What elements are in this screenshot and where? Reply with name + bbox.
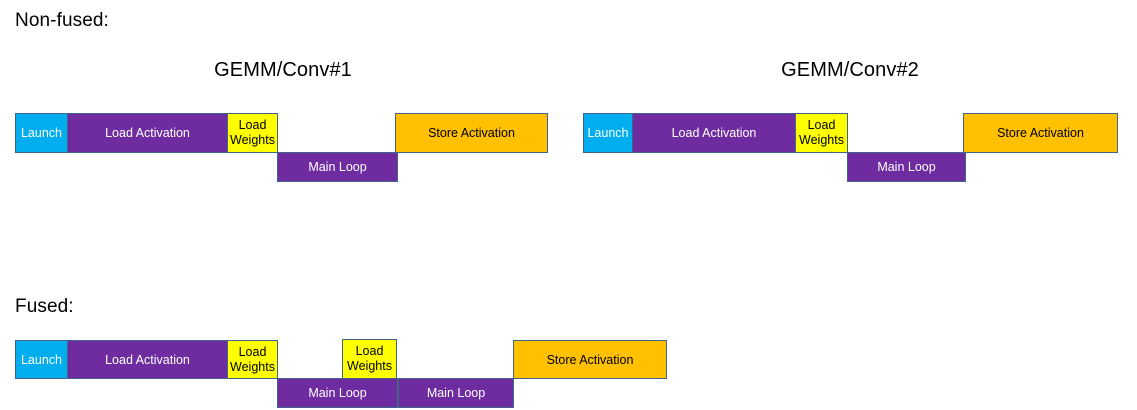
nonfused-k2-launch-label: Launch — [587, 126, 629, 140]
fused-load-activation-block[interactable]: Load Activation — [67, 340, 228, 379]
nonfused-k1-load-activation-label: Load Activation — [105, 126, 190, 140]
nonfused-k2-store-activation-block[interactable]: Store Activation — [963, 113, 1118, 153]
fused-main-loop-2-block[interactable]: Main Loop — [398, 378, 514, 408]
fused-load-activation-label: Load Activation — [105, 352, 190, 367]
fused-main-loop-1-block[interactable]: Main Loop — [277, 378, 398, 408]
nonfused-k2-store-activation-label: Store Activation — [997, 126, 1084, 140]
nonfused-k1-load-activation-block[interactable]: Load Activation — [67, 113, 228, 153]
non-fused-section-label: Non-fused: — [15, 10, 109, 31]
nonfused-k1-main-loop-label: Main Loop — [308, 160, 367, 174]
fused-main-loop-2-label: Main Loop — [426, 386, 486, 400]
fused-load-weights-2-label: Load Weights — [347, 344, 392, 373]
fused-main-loop-1-label: Main Loop — [308, 386, 367, 400]
group-title-gemm-conv-1: GEMM/Conv#1 — [214, 59, 352, 81]
nonfused-k2-main-loop-block[interactable]: Main Loop — [847, 152, 966, 182]
nonfused-k1-main-loop-block[interactable]: Main Loop — [277, 152, 398, 182]
nonfused-k2-main-loop-label: Main Loop — [877, 160, 936, 174]
fused-launch-label: Launch — [20, 352, 62, 367]
nonfused-k2-load-weights-label: Load Weights — [799, 118, 844, 147]
fused-load-weights-1-label: Load Weights — [230, 344, 275, 374]
nonfused-k2-load-activation-block[interactable]: Load Activation — [632, 113, 796, 153]
fused-load-weights-1-block[interactable]: Load Weights — [227, 340, 278, 379]
nonfused-k2-launch-block[interactable]: Launch — [583, 113, 633, 153]
nonfused-k1-load-weights-label: Load Weights — [230, 118, 275, 147]
fused-section-label: Fused: — [15, 296, 74, 317]
group-title-gemm-conv-2: GEMM/Conv#2 — [781, 59, 919, 81]
nonfused-k1-launch-block[interactable]: Launch — [15, 113, 68, 153]
nonfused-k2-load-activation-label: Load Activation — [671, 126, 757, 140]
fused-store-activation-block[interactable]: Store Activation — [513, 340, 667, 379]
nonfused-k1-launch-label: Launch — [20, 126, 62, 140]
fused-load-weights-2-block[interactable]: Load Weights — [342, 339, 397, 379]
fused-launch-block[interactable]: Launch — [15, 340, 68, 379]
nonfused-k1-load-weights-block[interactable]: Load Weights — [227, 113, 278, 153]
nonfused-k2-load-weights-block[interactable]: Load Weights — [795, 113, 848, 153]
nonfused-k1-store-activation-block[interactable]: Store Activation — [395, 113, 548, 153]
fused-store-activation-label: Store Activation — [546, 352, 634, 367]
nonfused-k1-store-activation-label: Store Activation — [428, 126, 515, 140]
